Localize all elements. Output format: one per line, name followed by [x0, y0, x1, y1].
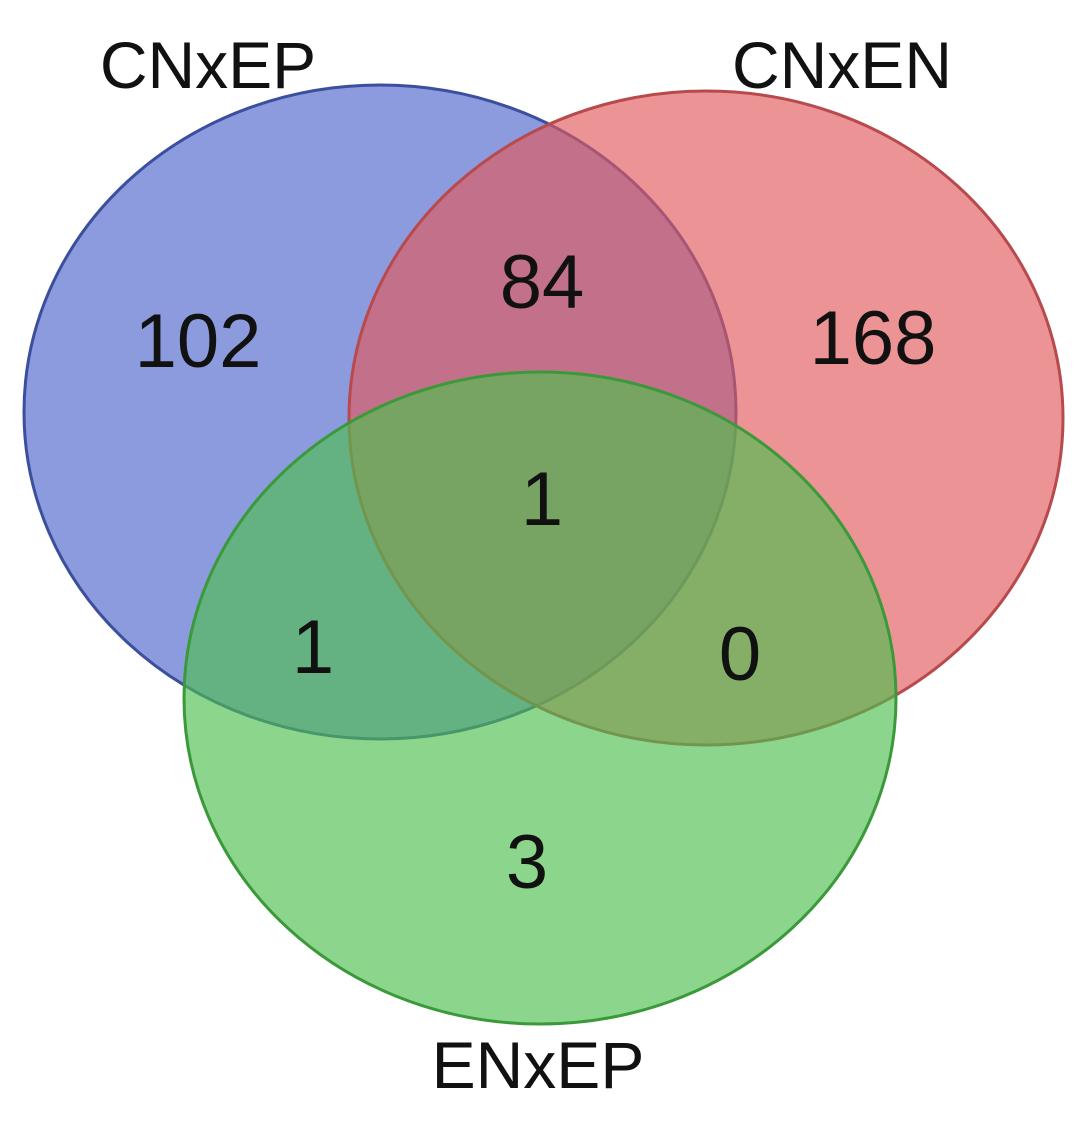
set-label-cnxep: CNxEP [100, 28, 316, 102]
count-cnxen-only: 168 [810, 296, 937, 381]
set-label-cnxen: CNxEN [732, 28, 952, 102]
count-cnxep-cnxen: 84 [500, 240, 585, 325]
set-label-enxep: ENxEP [432, 1028, 645, 1102]
count-all-three: 1 [521, 457, 563, 542]
set-circle-enxep [182, 370, 898, 1026]
count-enxep-only: 3 [506, 820, 548, 905]
count-cnxep-only: 102 [135, 299, 262, 384]
count-cnxep-enxep: 1 [292, 605, 334, 690]
count-cnxen-enxep: 0 [719, 612, 761, 697]
